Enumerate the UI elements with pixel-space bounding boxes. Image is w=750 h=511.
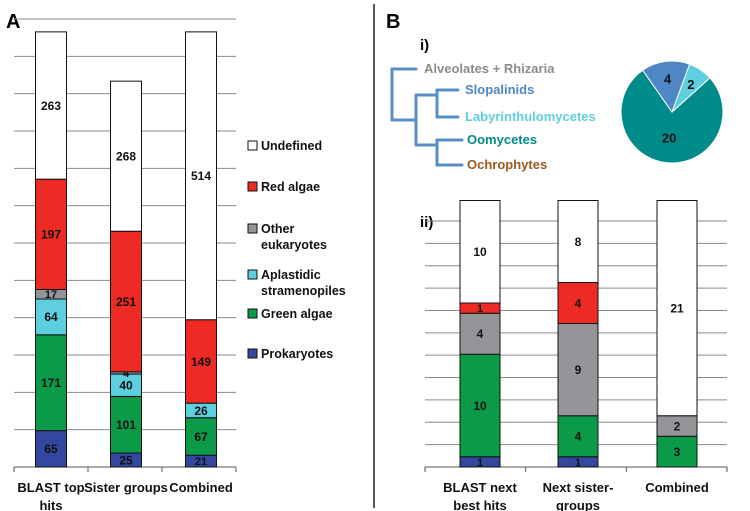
data-label: 8 bbox=[575, 235, 582, 249]
legend-label: Undefined bbox=[261, 139, 322, 153]
data-label: 2 bbox=[674, 419, 681, 433]
bar-segment-undefined bbox=[459, 200, 501, 304]
pie-label: 2 bbox=[687, 77, 694, 92]
data-label: 1 bbox=[575, 457, 581, 469]
legend-label: Prokaryotes bbox=[261, 347, 333, 361]
x-tick-label: Sister groups bbox=[84, 480, 168, 495]
x-tick-label: Combined bbox=[645, 480, 709, 495]
data-label: 514 bbox=[191, 169, 211, 183]
x-tick-label: BLAST top bbox=[17, 480, 84, 495]
legend-swatch-undefined bbox=[247, 140, 258, 151]
x-tick-label: hits bbox=[39, 498, 62, 511]
data-label: 268 bbox=[116, 150, 136, 164]
bar-segment-green-algae bbox=[459, 353, 501, 458]
tree-taxon-labyrinthulomycetes: Labyrinthulomycetes bbox=[465, 109, 596, 124]
data-label: 4 bbox=[575, 296, 582, 310]
x-tick-label: Combined bbox=[169, 480, 233, 495]
bar-segment-red-algae bbox=[185, 319, 217, 404]
bar-segment-undefined bbox=[557, 200, 599, 283]
bar-segment-undefined bbox=[35, 31, 67, 180]
bar-segment-undefined bbox=[110, 80, 142, 232]
legend-label: Red algae bbox=[261, 180, 320, 194]
pie-label: 4 bbox=[664, 72, 672, 87]
bar-segment-other-eukaryotes bbox=[557, 323, 599, 417]
data-label: 26 bbox=[194, 404, 208, 418]
data-label: 65 bbox=[44, 442, 58, 456]
panel-a-label: A bbox=[6, 11, 20, 33]
data-label: 197 bbox=[41, 228, 61, 242]
phylogenetic-tree: Alveolates + RhizariaSlopalinidsLabyrint… bbox=[390, 61, 596, 172]
legend-label: Other bbox=[261, 222, 294, 236]
data-label: 4 bbox=[477, 327, 484, 341]
bar-segment-green-algae bbox=[656, 435, 698, 468]
data-label: 1 bbox=[477, 303, 483, 315]
legend-label: Aplastidic bbox=[261, 268, 321, 282]
data-label: 17 bbox=[45, 289, 57, 301]
pie-slice-labyrinthulomycetes bbox=[671, 63, 711, 113]
x-tick-label: BLAST next bbox=[443, 480, 517, 495]
data-label: 67 bbox=[194, 430, 208, 444]
legend-swatch-other-eukaryotes bbox=[247, 223, 258, 234]
pie-label: 20 bbox=[662, 130, 676, 145]
panel-b-i-label: i) bbox=[420, 37, 429, 54]
data-label: 9 bbox=[575, 363, 582, 377]
tree-taxon-oomycetes: Oomycetes bbox=[467, 132, 537, 147]
data-label: 4 bbox=[575, 430, 582, 444]
data-label: 171 bbox=[41, 376, 61, 390]
bar-segment-red-algae bbox=[35, 178, 67, 290]
data-label: 3 bbox=[674, 445, 681, 459]
legend-swatch-red-algae bbox=[247, 181, 258, 192]
data-label: 101 bbox=[116, 418, 136, 432]
data-label: 21 bbox=[195, 456, 207, 468]
legend-swatch-prokaryotes bbox=[247, 348, 258, 359]
legend-swatch-green-algae bbox=[247, 308, 258, 319]
data-label: 10 bbox=[473, 245, 487, 259]
tree-taxon-slopalinids: Slopalinids bbox=[465, 82, 534, 97]
data-label: 25 bbox=[119, 453, 133, 467]
data-label: 21 bbox=[670, 301, 684, 315]
pie-slice-slopalinids bbox=[641, 60, 691, 114]
tree-taxon-alveolates-rhizaria: Alveolates + Rhizaria bbox=[424, 61, 555, 76]
legend-label: Green algae bbox=[261, 307, 333, 321]
data-label: 149 bbox=[191, 355, 211, 369]
data-label: 251 bbox=[116, 295, 136, 309]
x-tick-label: best hits bbox=[453, 498, 506, 511]
tree-taxon-ochrophytes: Ochrophytes bbox=[467, 157, 547, 172]
data-label: 4 bbox=[123, 368, 130, 380]
legend-swatch-aplastidic-stramenopiles bbox=[247, 269, 258, 280]
bar-segment-green-algae bbox=[35, 334, 67, 432]
bar-segment-other-eukaryotes bbox=[459, 312, 501, 355]
data-label: 40 bbox=[119, 379, 133, 393]
pie-slice-oomycetes bbox=[620, 69, 724, 164]
data-label: 263 bbox=[41, 99, 61, 113]
bar-segment-undefined bbox=[656, 200, 698, 417]
bar-segment-red-algae bbox=[110, 230, 142, 373]
bar-segment-aplastidic-stramenopiles bbox=[35, 298, 67, 336]
legend-label: eukaryotes bbox=[261, 238, 327, 252]
x-tick-label: groups bbox=[556, 498, 600, 511]
data-label: 1 bbox=[477, 457, 483, 469]
x-tick-label: Next sister- bbox=[543, 480, 614, 495]
data-label: 10 bbox=[473, 399, 487, 413]
bar-segment-undefined bbox=[185, 31, 217, 321]
legend-label: stramenopiles bbox=[261, 284, 346, 298]
data-label: 64 bbox=[44, 310, 58, 324]
bar-segment-green-algae bbox=[110, 395, 142, 454]
panel-b-ii-label: ii) bbox=[420, 214, 433, 231]
panel-b-label: B bbox=[386, 11, 400, 33]
bar-segment-green-algae bbox=[185, 417, 217, 456]
